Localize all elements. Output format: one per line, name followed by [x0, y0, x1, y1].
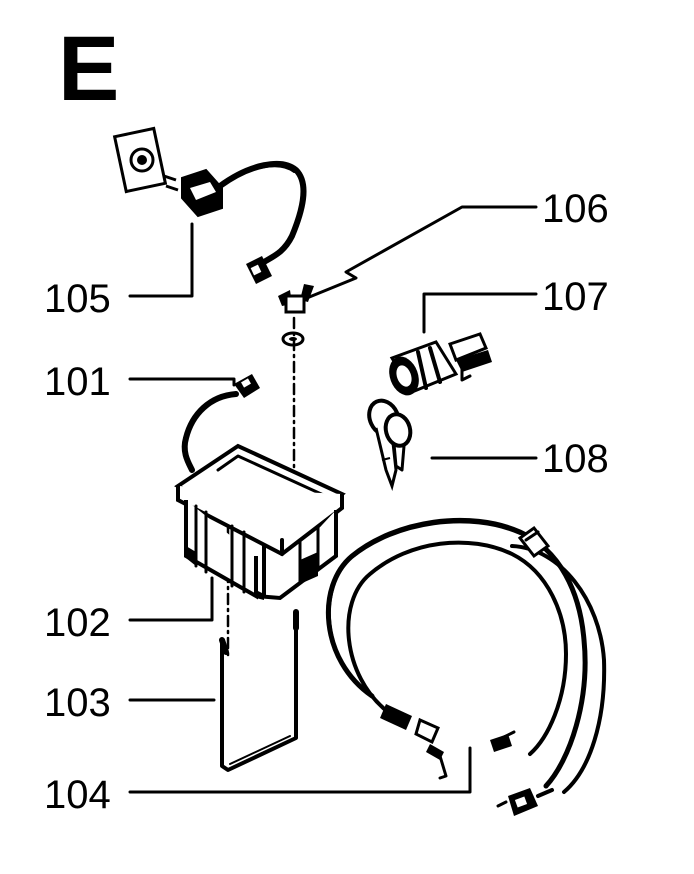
keys-108	[367, 398, 413, 492]
leader-lines	[128, 205, 538, 794]
part-label-104: 104	[44, 773, 111, 817]
part-label-101: 101	[44, 360, 111, 404]
part-label-102: 102	[44, 601, 111, 645]
leader-102	[128, 576, 214, 622]
charger-plug-105	[112, 126, 307, 284]
part-label-106: 106	[542, 187, 609, 231]
leader-104	[128, 746, 472, 794]
part-label-105: 105	[44, 277, 111, 321]
leader-106	[300, 205, 538, 302]
charger-cable	[217, 161, 307, 265]
leader-105	[128, 222, 194, 298]
battery-box-102	[174, 443, 346, 601]
wing-nut-106	[278, 284, 314, 314]
section-letter: E	[58, 18, 119, 120]
ignition-switch-107	[389, 332, 492, 396]
part-label-108: 108	[542, 437, 609, 481]
part-label-103: 103	[44, 681, 111, 725]
leader-101	[128, 377, 236, 387]
part-label-107: 107	[542, 275, 609, 319]
battery-lead-101	[181, 374, 260, 473]
wiring-harness-104	[325, 517, 607, 816]
hold-down-rod-103	[219, 609, 299, 772]
leader-107	[422, 292, 538, 334]
